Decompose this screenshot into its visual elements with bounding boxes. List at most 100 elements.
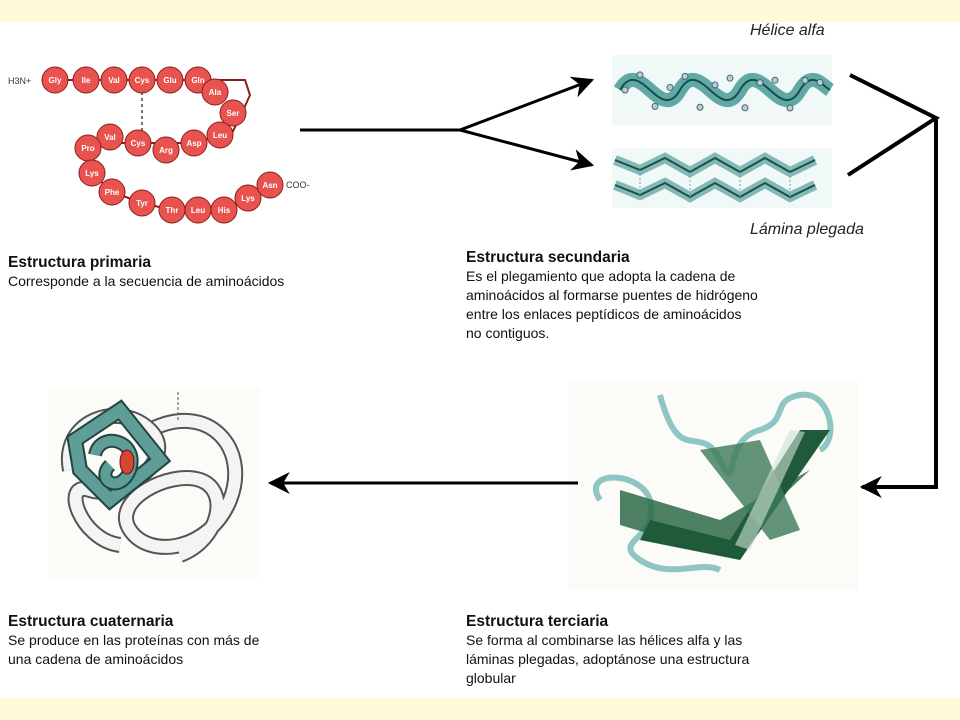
residue-circle bbox=[41, 66, 69, 94]
residue-label: Val bbox=[104, 133, 116, 142]
residue-label: Thr bbox=[166, 206, 179, 215]
residue-2: Ile bbox=[72, 66, 100, 94]
residue-label: Glu bbox=[163, 76, 176, 85]
residue-4: Cys bbox=[128, 66, 156, 94]
residue-circle bbox=[72, 66, 100, 94]
helix-atom bbox=[786, 104, 794, 112]
residue-label: Cys bbox=[135, 76, 150, 85]
residue-label: Ser bbox=[227, 109, 240, 118]
secondary-to-tertiary-arrow bbox=[846, 73, 941, 498]
residue-circle bbox=[98, 178, 126, 206]
helix-atoms bbox=[621, 71, 824, 112]
residue-label: Gln bbox=[191, 76, 204, 85]
residue-label: Pro bbox=[81, 144, 94, 153]
residue-circle bbox=[201, 78, 229, 106]
n-terminus-label: H3N+ bbox=[8, 76, 31, 86]
residue-circle bbox=[256, 171, 284, 199]
residue-circle bbox=[78, 159, 106, 187]
helix-atom bbox=[726, 74, 734, 82]
helix-atom bbox=[621, 86, 629, 94]
primary-title: Estructura primaria bbox=[8, 254, 151, 271]
residue-18: Thr bbox=[158, 196, 186, 224]
residue-8: Ser bbox=[219, 99, 247, 127]
residue-19: Leu bbox=[184, 196, 212, 224]
residue-3: Val bbox=[100, 66, 128, 94]
tertiary-description: Se forma al combinarse las hélices alfa … bbox=[466, 632, 750, 686]
residue-15: Lys bbox=[78, 159, 106, 187]
residue-17: Tyr bbox=[128, 189, 156, 217]
heme-group bbox=[119, 449, 135, 475]
helix-label: Hélice alfa bbox=[750, 22, 825, 40]
residue-1: Gly bbox=[41, 66, 69, 94]
residue-label: Val bbox=[108, 76, 120, 85]
residue-20: His bbox=[210, 196, 238, 224]
helix-atom bbox=[636, 71, 644, 79]
helix-atom bbox=[681, 72, 689, 80]
residue-14: Pro bbox=[74, 134, 102, 162]
residue-label: Asn bbox=[262, 181, 277, 190]
sheet-label-text: Lámina plegada bbox=[750, 221, 864, 238]
tertiary-caption: Estructura terciaria Se forma al combina… bbox=[466, 612, 749, 688]
residue-9: Leu bbox=[206, 121, 234, 149]
secondary-caption: Estructura secundaria Es el plegamiento … bbox=[466, 248, 758, 343]
residue-label: Lys bbox=[85, 169, 99, 178]
residue-label: Ile bbox=[82, 76, 91, 85]
residue-circle bbox=[180, 129, 208, 157]
c-terminus-label: COO- bbox=[286, 180, 310, 190]
secondary-title: Estructura secundaria bbox=[466, 249, 630, 266]
quaternary-caption: Estructura cuaternaria Se produce en las… bbox=[8, 612, 259, 669]
residue-22: Asn bbox=[256, 171, 284, 199]
residue-11: Arg bbox=[152, 136, 180, 164]
residue-5: Glu bbox=[156, 66, 184, 94]
residue-circle bbox=[234, 184, 262, 212]
residue-circle bbox=[128, 189, 156, 217]
quaternary-description: Se produce en las proteínas con más de u… bbox=[8, 632, 260, 667]
residue-7: Ala bbox=[201, 78, 229, 106]
quaternary-structure-illustration bbox=[48, 388, 260, 578]
residue-label: Leu bbox=[213, 131, 227, 140]
residue-label: His bbox=[218, 206, 231, 215]
helix-atom bbox=[801, 76, 809, 84]
primary-caption: Estructura primaria Corresponde a la sec… bbox=[8, 253, 284, 291]
tertiary-title: Estructura terciaria bbox=[466, 613, 609, 630]
helix-label-text: Hélice alfa bbox=[750, 22, 825, 39]
helix-atom bbox=[756, 79, 764, 87]
residue-circle bbox=[210, 196, 238, 224]
quaternary-title: Estructura cuaternaria bbox=[8, 613, 174, 630]
alpha-helix-illustration bbox=[612, 55, 835, 125]
residue-circle bbox=[96, 123, 124, 151]
residue-circle bbox=[128, 66, 156, 94]
helix-atom bbox=[696, 103, 704, 111]
residue-label: Arg bbox=[159, 146, 173, 155]
residue-12: Cys bbox=[124, 129, 152, 157]
secondary-description: Es el plegamiento que adopta la cadena d… bbox=[466, 268, 758, 341]
beta-sheet-illustration bbox=[612, 148, 832, 208]
helix-atom bbox=[816, 78, 824, 86]
helix-atom bbox=[666, 83, 674, 91]
primary-to-secondary-arrow bbox=[300, 76, 595, 171]
residue-circle bbox=[152, 136, 180, 164]
residue-circle bbox=[219, 99, 247, 127]
residue-label: Asp bbox=[186, 139, 201, 148]
helix-atom bbox=[741, 104, 749, 112]
residue-circle bbox=[156, 66, 184, 94]
primary-description: Corresponde a la secuencia de aminoácido… bbox=[8, 273, 285, 289]
residue-13: Val bbox=[96, 123, 124, 151]
residue-21: Lys bbox=[234, 184, 262, 212]
residue-circle bbox=[100, 66, 128, 94]
helix-atom bbox=[651, 102, 659, 110]
residue-label: Leu bbox=[191, 206, 205, 215]
sheet-label: Lámina plegada bbox=[750, 221, 864, 239]
residue-label: Tyr bbox=[136, 199, 148, 208]
residue-10: Asp bbox=[180, 129, 208, 157]
helix-atom bbox=[771, 76, 779, 84]
tertiary-structure-illustration bbox=[568, 380, 858, 590]
residue-label: Ala bbox=[209, 88, 222, 97]
residue-label: Cys bbox=[131, 139, 146, 148]
residue-label: Lys bbox=[241, 194, 255, 203]
residue-circle bbox=[206, 121, 234, 149]
